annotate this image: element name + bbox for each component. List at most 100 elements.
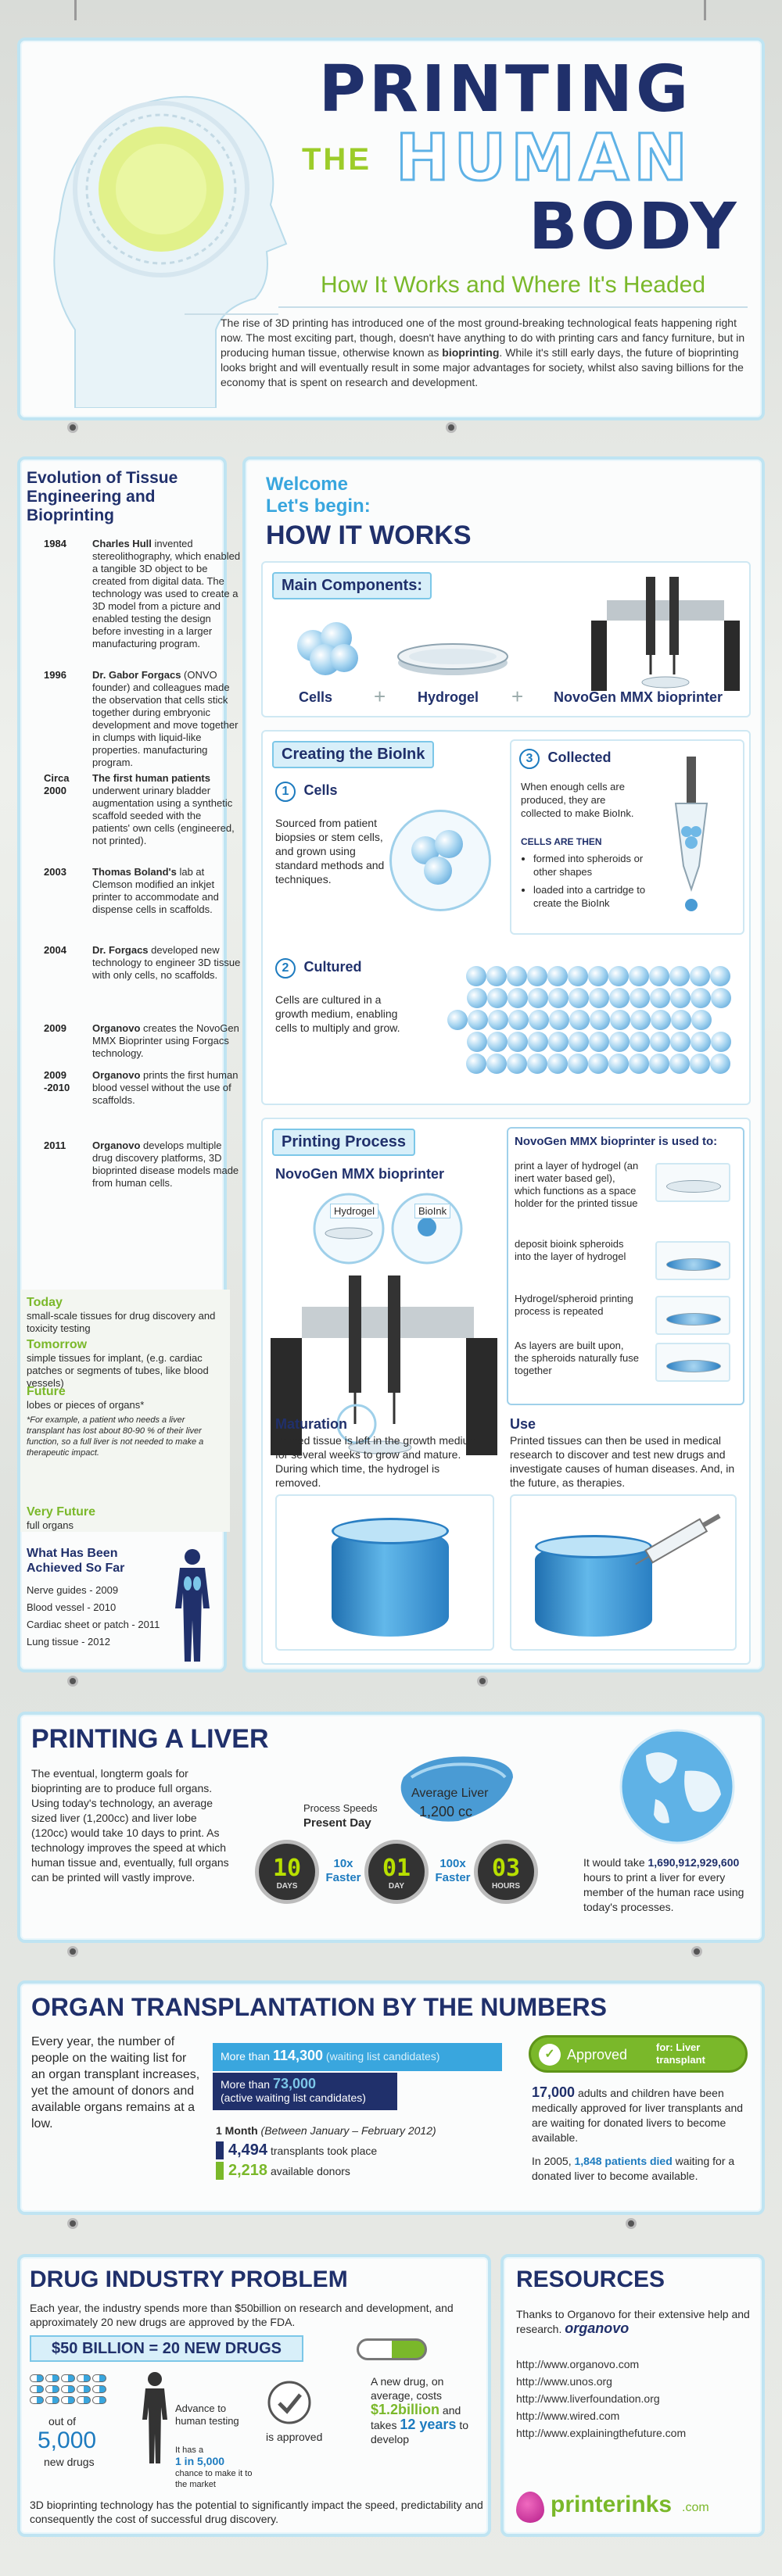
drug-pills-grid xyxy=(30,2374,116,2413)
waiting-bar-1: More than 114,300 (waiting list candidat… xyxy=(213,2043,502,2071)
cell-sphere xyxy=(548,988,569,1008)
intro-paragraph: The rise of 3D printing has introduced o… xyxy=(221,317,745,388)
achieved-box: What Has Been Achieved So Far Nerve guid… xyxy=(20,1546,224,1668)
resources-panel: RESOURCES Thanks to Organovo for their e… xyxy=(500,2254,765,2537)
bioprinter-icon xyxy=(591,577,740,691)
cell-sphere xyxy=(711,988,731,1008)
five-thousand: 5,000 xyxy=(38,2428,97,2453)
cell-sphere xyxy=(508,1010,529,1030)
achieved-item: Lung tissue - 2012 xyxy=(27,1636,110,1648)
cell-sphere xyxy=(651,1010,671,1030)
component-label-hydrogel: Hydrogel xyxy=(418,689,479,705)
cell-sphere xyxy=(650,1032,670,1052)
cell-sphere xyxy=(547,1054,568,1074)
cell-sphere xyxy=(488,1010,508,1030)
timeline-text: Thomas Boland's lab at Clemson modified … xyxy=(92,866,219,915)
cell-sphere xyxy=(529,1010,549,1030)
cost-stat: A new drug, on average, costs $1.2billio… xyxy=(371,2375,469,2445)
timeline-text: Organovo creates the NovoGen MMX Bioprin… xyxy=(92,1022,239,1059)
title-the: THE xyxy=(302,142,371,177)
waiting-bar-2: More than 73,000(active waiting list can… xyxy=(213,2073,397,2110)
printerinks-logo: printerinks .com xyxy=(516,2485,751,2529)
use-title: Use xyxy=(510,1416,536,1432)
cell-sphere xyxy=(527,1054,547,1074)
resource-link[interactable]: http://www.unos.org xyxy=(516,2375,612,2388)
nozzle-label-bioink: BioInk xyxy=(414,1204,451,1218)
cell-sphere xyxy=(547,966,568,986)
cell-sphere xyxy=(569,1010,590,1030)
drug-industry-panel: DRUG INDUSTRY PROBLEM Each year, the ind… xyxy=(17,2254,491,2537)
avg-liver-label: Average Liver xyxy=(411,1787,489,1800)
components-label: Main Components: xyxy=(272,572,432,599)
cell-sphere xyxy=(487,988,508,1008)
drug-intro: Each year, the industry spends more than… xyxy=(30,2302,454,2328)
layer-icon xyxy=(655,1163,730,1202)
pill-icon xyxy=(30,2396,44,2404)
cell-sphere xyxy=(589,1032,609,1052)
cell-sphere xyxy=(549,1010,569,1030)
transplants-took-place: 4,494 transplants took place xyxy=(216,2141,377,2159)
resource-link[interactable]: http://www.organovo.com xyxy=(516,2358,640,2370)
liver-title: PRINTING A LIVER xyxy=(31,1724,269,1754)
cell-sphere xyxy=(508,1032,528,1052)
used-step: print a layer of hydrogel (an inert wate… xyxy=(515,1160,741,1215)
resource-link[interactable]: http://www.explainingthefuture.com xyxy=(516,2427,687,2439)
cell-sphere xyxy=(629,1054,649,1074)
resource-link[interactable]: http://www.liverfoundation.org xyxy=(516,2392,660,2405)
resource-links: http://www.organovo.com http://www.unos.o… xyxy=(516,2356,751,2442)
pill-icon xyxy=(77,2385,91,2393)
use-text: Printed tissues can then be used in medi… xyxy=(510,1434,735,1489)
pill-icon xyxy=(92,2396,106,2404)
cell-sphere xyxy=(548,1032,569,1052)
components-box: Main Components: Cells + Hydrogel + Novo… xyxy=(261,561,751,717)
pill-icon xyxy=(357,2338,427,2360)
title-line2: HUMAN xyxy=(395,121,692,195)
approved-pill-icon xyxy=(267,2381,311,2424)
component-label-printer: NovoGen MMX bioprinter xyxy=(554,689,723,705)
pill-icon xyxy=(77,2374,91,2382)
component-label-cells: Cells xyxy=(299,689,333,705)
body-silhouette-icon xyxy=(175,1549,210,1662)
billion-banner: $50 BILLION = 20 NEW DRUGS xyxy=(30,2335,303,2362)
timeline-text: Organovo prints the first human blood ve… xyxy=(92,1069,239,1106)
human-head-illustration xyxy=(53,95,288,408)
achieved-title: What Has Been Achieved So Far xyxy=(27,1547,125,1575)
globe-icon xyxy=(619,1729,735,1844)
month-range: 1 Month (Between January – February 2012… xyxy=(216,2124,436,2137)
step1-title: Cells xyxy=(303,782,338,798)
cell-sphere xyxy=(507,966,527,986)
pill-icon xyxy=(77,2396,91,2404)
cell-sphere xyxy=(466,966,486,986)
world-stat: It would take 1,690,912,929,600 hours to… xyxy=(583,1856,744,1913)
tissue-tube-illustration xyxy=(275,1494,494,1651)
used-title: NovoGen MMX bioprinter is used to: xyxy=(515,1135,718,1148)
step3-text: When enough cells are produced, they are… xyxy=(521,781,634,819)
cell-sphere xyxy=(527,966,547,986)
timeline-text: Dr. Gabor Forgacs (ONVO founder) and col… xyxy=(92,669,239,768)
avg-liver-cc: 1,200 cc xyxy=(419,1804,473,1819)
layer-icon xyxy=(655,1241,730,1280)
bioink-label: Creating the BioInk xyxy=(272,741,435,768)
bullet-item: loaded into a cartridge to create the Bi… xyxy=(533,883,658,910)
step1: 1 Cells Sourced from patient biopsies or… xyxy=(275,782,502,938)
available-donors: 2,218 available donors xyxy=(216,2162,350,2180)
nozzle-label-hydrogel: Hydrogel xyxy=(330,1204,379,1218)
bullet-item: formed into spheroids or other shapes xyxy=(533,852,658,878)
drug-title: DRUG INDUSTRY PROBLEM xyxy=(30,2267,348,2292)
drug-testing-illustration xyxy=(510,1494,737,1651)
cell-sphere xyxy=(589,988,609,1008)
cell-sphere xyxy=(466,1054,486,1074)
resource-link[interactable]: http://www.wired.com xyxy=(516,2410,620,2422)
cell-sphere xyxy=(588,1054,608,1074)
cell-sphere xyxy=(630,988,650,1008)
pipette-icon xyxy=(674,757,708,911)
